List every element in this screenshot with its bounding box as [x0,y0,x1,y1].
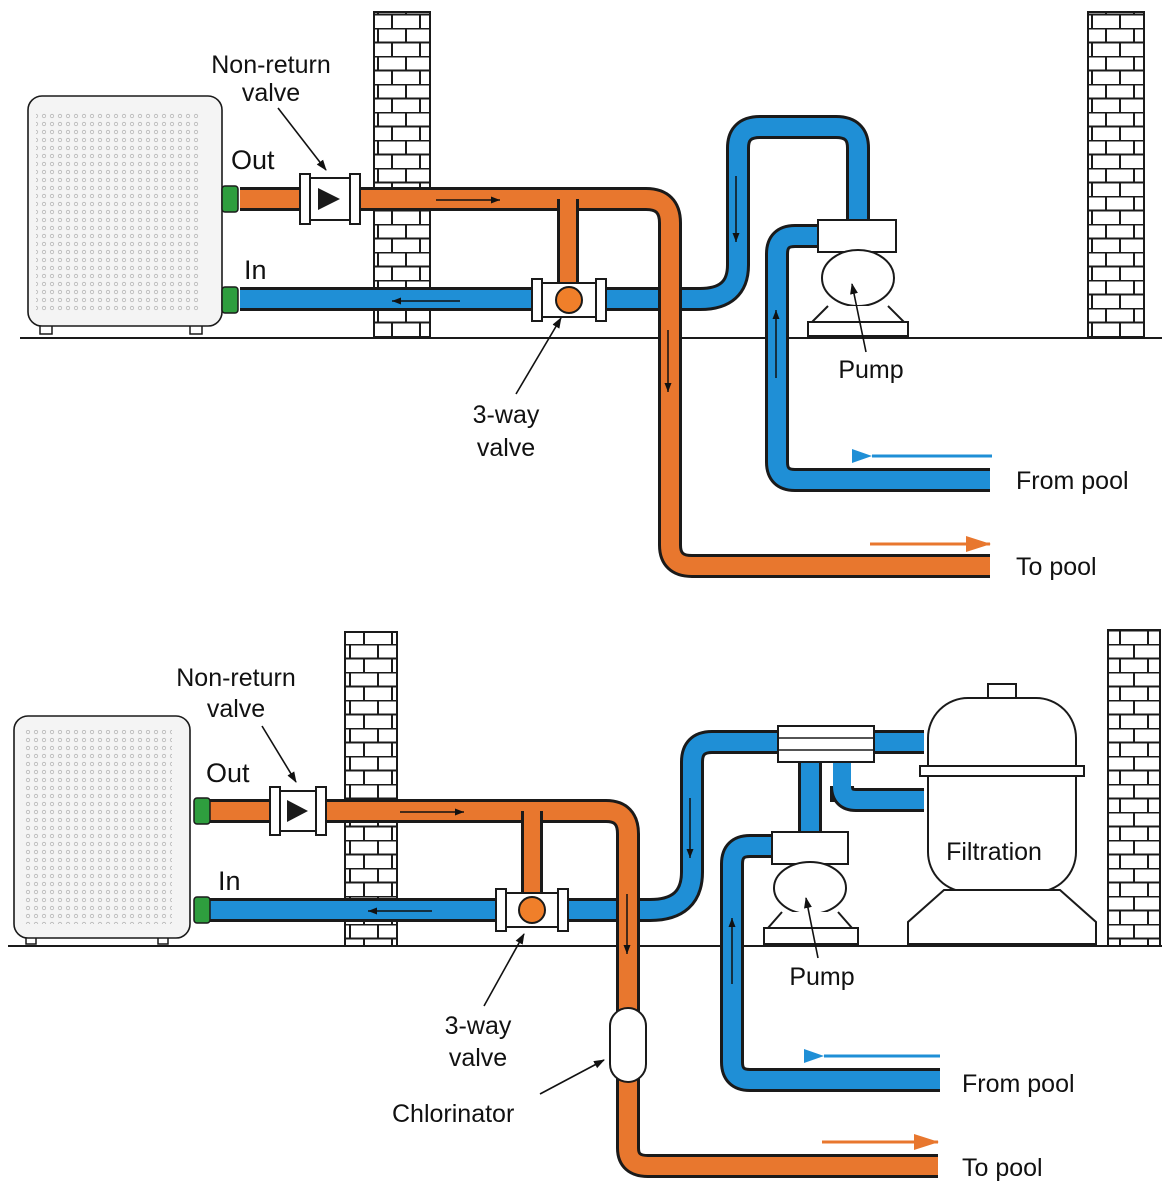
leader-line [483,933,525,1007]
three-way-valve-label: valve [449,1044,507,1072]
cold-pipes [240,115,990,492]
three-way-valve [495,888,569,932]
connector [193,896,211,924]
three-way-valve-label: 3-way [445,1012,512,1040]
pump [807,219,909,337]
pump-label: Pump [838,356,903,384]
from-pool-label: From pool [962,1070,1075,1098]
to-pool-label: To pool [962,1154,1043,1182]
non-return-valve-label: valve [242,79,300,107]
in-label: In [244,255,267,285]
brick-wall [1087,11,1145,339]
filtration-tank [907,683,1097,945]
heat-pump-unit [13,715,191,945]
bottom-installation: Non-return valve Out In 3-way valve Chlo… [8,629,1162,1182]
brick-wall [373,11,431,339]
hot-pipes [210,799,938,1178]
non-return-valve [269,786,327,836]
chlorinator [609,1007,647,1083]
three-way-valve-label: valve [477,434,535,462]
non-return-valve-label: Non-return [176,664,296,692]
pump-label: Pump [789,963,854,991]
brick-wall [1107,629,1161,947]
brick-wall [344,631,398,947]
chlorinator-label: Chlorinator [392,1100,514,1128]
in-label: In [218,866,241,896]
three-way-valve [531,278,607,322]
leader-line [515,317,562,395]
out-label: Out [231,145,275,175]
leader-line [850,283,867,353]
from-pool-label: From pool [1016,467,1129,495]
leader-line [804,897,819,959]
connector [193,797,211,825]
non-return-valve-label: Non-return [211,51,331,79]
to-pool-label: To pool [1016,553,1097,581]
non-return-valve-label: valve [207,695,265,723]
leader-line [261,725,297,783]
filter-valve [777,725,875,763]
pump [763,831,859,945]
filtration-label: Filtration [946,838,1042,866]
connector [221,185,239,213]
out-label: Out [206,758,250,788]
non-return-valve [299,173,361,225]
leader-line [277,107,327,171]
heat-pump-unit [27,95,223,335]
three-way-valve-label: 3-way [473,401,540,429]
top-installation: Non-return valve Out In 3-way valve Pump… [20,11,1162,581]
leader-line [539,1059,605,1095]
connector [221,286,239,314]
